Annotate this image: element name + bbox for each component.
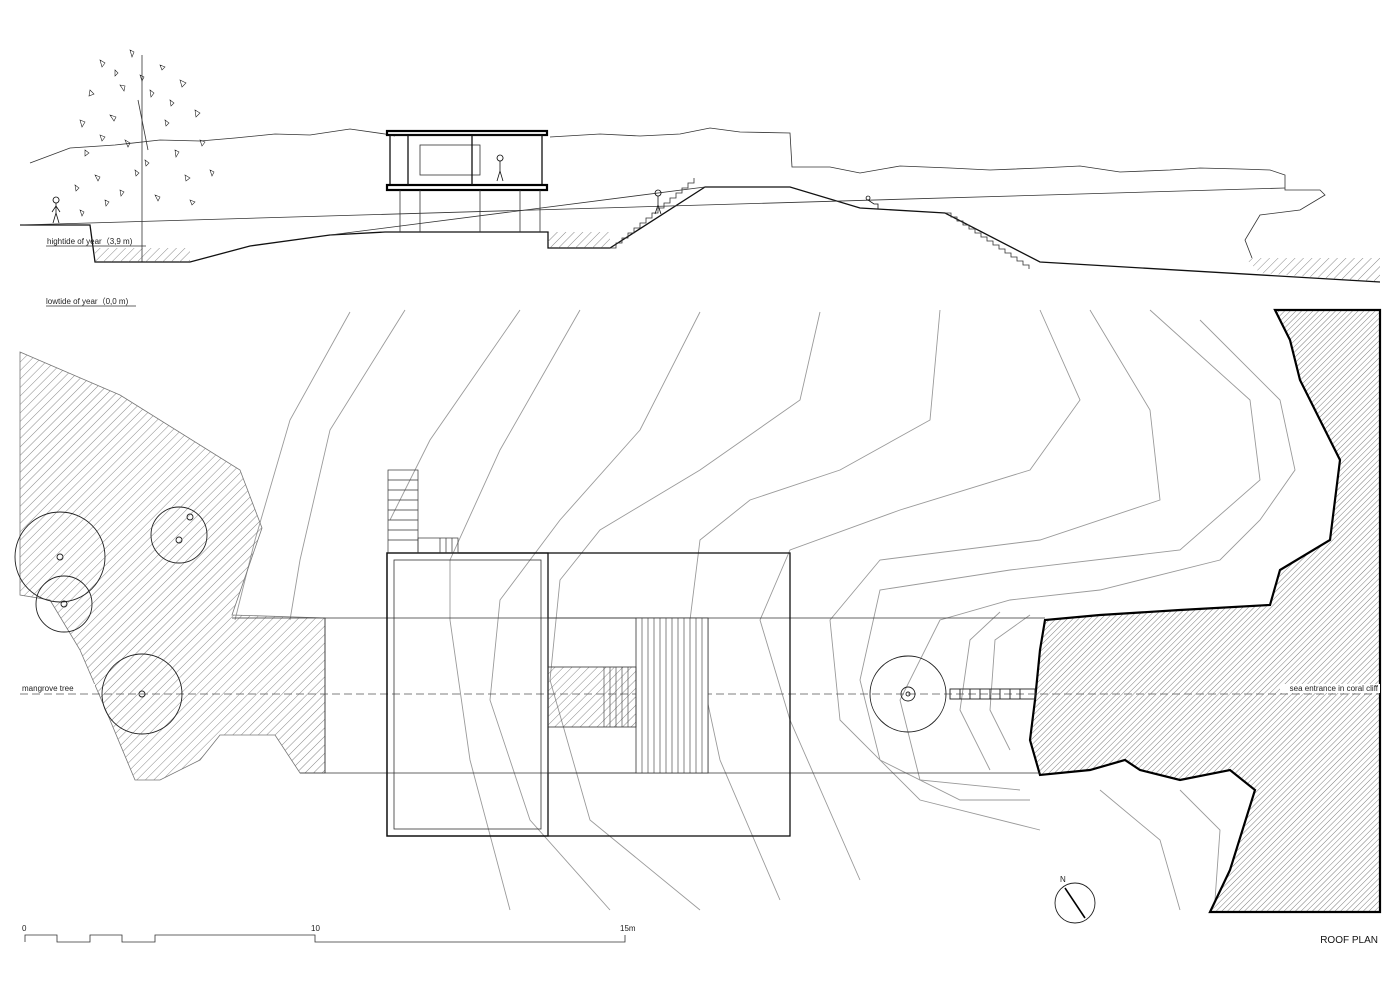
coral-cliff [1028,308,1382,914]
scale-tick-10: 10 [311,924,320,933]
ground-hatch-right [1245,258,1380,282]
stair-profile [610,178,695,249]
background-hills [29,127,1326,259]
ground-hatch-mid [548,232,610,248]
tree-canopies [14,506,208,735]
contour-lines [234,309,1296,911]
ground-profile [20,186,1381,283]
scale-tick-15: 15m [620,924,636,933]
roof-plan: mangrove tree sea entrance in coral clif… [14,308,1382,924]
sea-entrance [869,655,1036,733]
site-section: hightide of year（3,9 m) lowtide of year（… [19,49,1381,307]
hightide-label: hightide of year（3,9 m) [47,237,133,246]
stair-profile-2 [945,212,1030,269]
house-section [385,129,549,232]
north-arrow: N [1054,875,1096,924]
sea-entrance-label: sea entrance in coral cliff [1290,684,1379,693]
mangrove-tree-label: mangrove tree [22,684,74,693]
scale-tick-0: 0 [22,924,27,933]
mangrove-tree-elevation [74,49,215,262]
lowtide-label: lowtide of year（0,0 m) [46,297,129,306]
entry-stair [387,469,459,554]
human-figures [51,154,879,224]
roof-path-hatch [547,666,637,728]
house-roof [386,552,791,837]
sheet-title: ROOF PLAN [1320,935,1378,946]
north-label: N [1060,875,1066,884]
scale-bar: 0 10 15m [22,924,636,943]
mangrove-ground [19,351,326,781]
ground-hatch-left [95,248,190,262]
